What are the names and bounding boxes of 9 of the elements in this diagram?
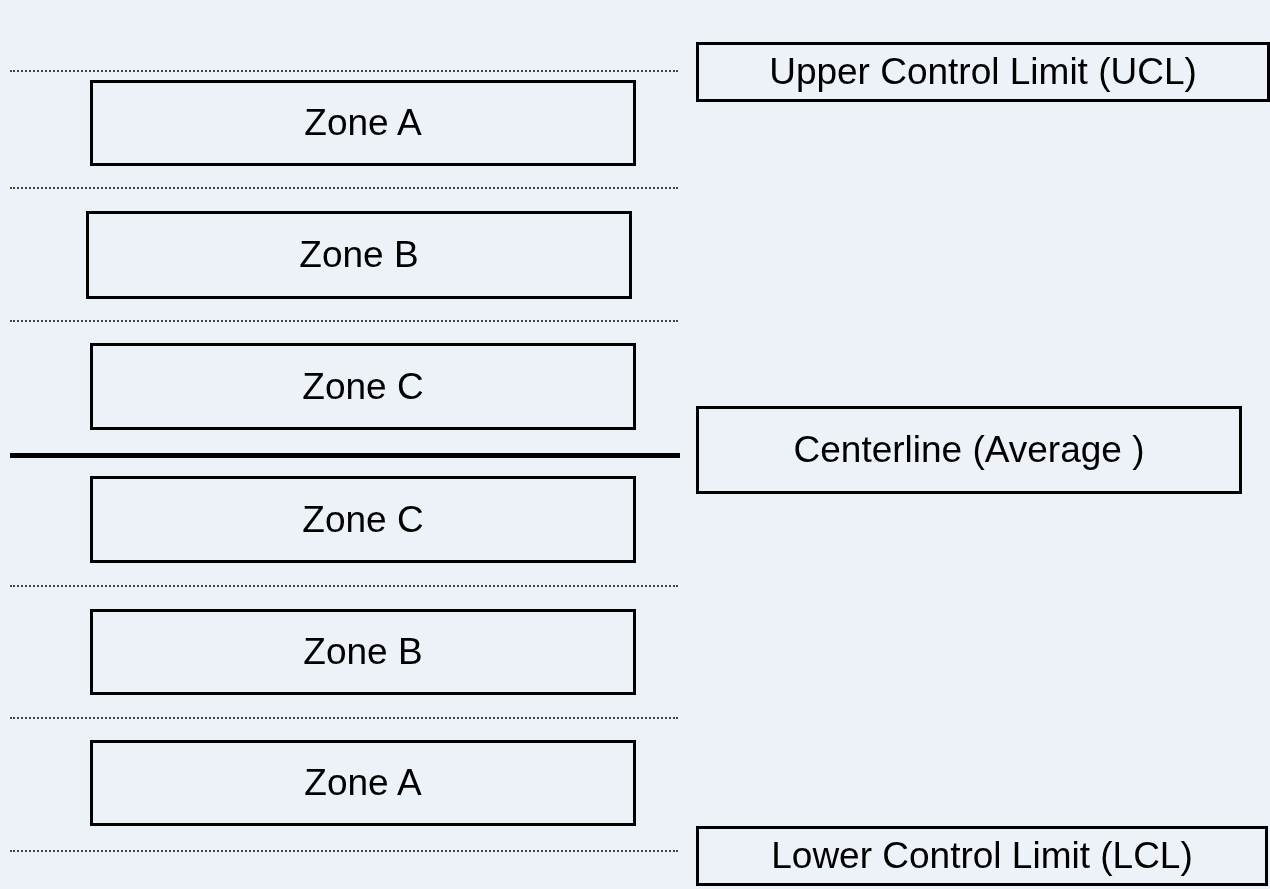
limit-label-box: Centerline (Average ): [696, 406, 1242, 494]
zone-box: Zone A: [90, 80, 636, 166]
limit-label-box: Upper Control Limit (UCL): [696, 42, 1270, 102]
zone-box: Zone A: [90, 740, 636, 826]
zone-box: Zone C: [90, 476, 636, 563]
zone-box: Zone B: [90, 609, 636, 695]
limit-label-box: Lower Control Limit (LCL): [696, 826, 1268, 886]
zone-box: Zone B: [86, 211, 632, 299]
zone-box: Zone C: [90, 343, 636, 430]
